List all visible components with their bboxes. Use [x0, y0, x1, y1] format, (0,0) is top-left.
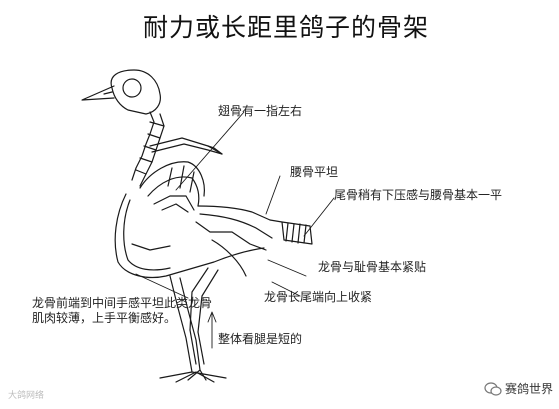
label-keel-rear: 龙骨长尾端向上收紧 [264, 290, 373, 304]
keel [114, 193, 265, 279]
pelvis [195, 205, 283, 277]
watermark-right-text: 赛鸽世界 [505, 382, 554, 396]
label-legs: 整体看腿是短的 [218, 332, 303, 346]
wing [149, 137, 223, 155]
wechat-icon [484, 381, 502, 396]
label-wing: 翅骨有一指左右 [218, 104, 303, 118]
watermark-left-text: 大鸽网络 [8, 391, 45, 401]
diagram-title: 耐力或长距里鸽子的骨架 [142, 13, 429, 42]
label-tail: 尾骨稍有下压感与腰骨基本一平 [334, 188, 503, 202]
neck [131, 111, 165, 187]
leader-tail [303, 197, 335, 237]
watermark-right: 赛鸽世界 [484, 380, 553, 397]
ribcage [139, 161, 205, 213]
skull [81, 69, 161, 115]
legs [169, 267, 219, 373]
watermark-left: 大鸽网络 [8, 388, 44, 401]
leader-keel-rear [271, 281, 301, 297]
label-keel-pubis: 龙骨与耻骨基本紧贴 [318, 260, 427, 274]
leader-keel-pubis [267, 259, 307, 277]
leader-keel-front [135, 273, 189, 299]
feet [159, 369, 227, 383]
label-keel-front: 龙骨前端到中间手感平坦此类龙骨肌肉较薄，上手平衡感好。 [32, 296, 213, 325]
tail [281, 221, 313, 245]
label-lumbar: 腰骨平坦 [290, 165, 339, 179]
leader-lumbar [265, 175, 281, 215]
leader-wing [175, 111, 245, 191]
